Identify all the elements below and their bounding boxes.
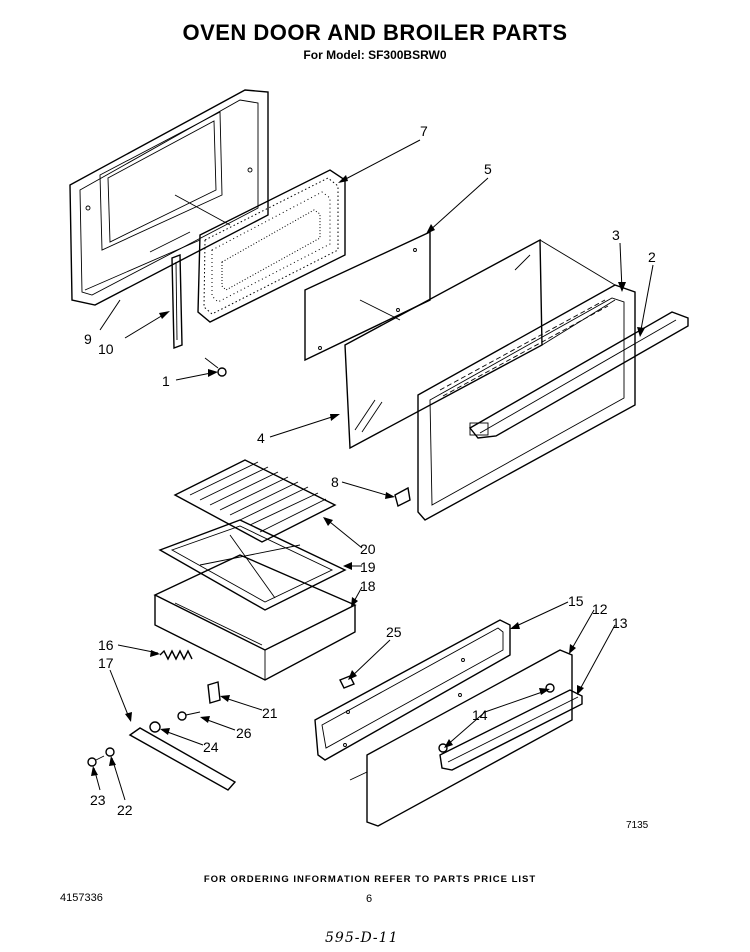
callout-20: 20 — [360, 541, 376, 557]
screw-23 — [87, 755, 105, 767]
outer-door-frame — [417, 239, 636, 521]
hinge-bracket — [171, 253, 183, 350]
leader-lines — [91, 139, 654, 801]
callout-16: 16 — [98, 637, 114, 653]
door-bracket-8 — [394, 486, 411, 508]
pad-25 — [339, 675, 355, 689]
screw-26 — [177, 711, 201, 721]
ordering-note: FOR ORDERING INFORMATION REFER TO PARTS … — [203, 874, 537, 885]
callout-21: 21 — [262, 705, 278, 721]
broiler-grid — [173, 459, 337, 543]
figure-code: 7135 — [626, 820, 649, 831]
callout-labels: 7 5 3 2 9 10 1 4 8 20 19 18 25 16 17 21 … — [84, 123, 656, 818]
drawer-front — [349, 649, 573, 827]
door-handle — [468, 311, 689, 439]
callout-7: 7 — [420, 123, 428, 139]
page-title: OVEN DOOR AND BROILER PARTS — [182, 20, 568, 45]
model-subtitle: For Model: SF300BSRW0 — [303, 48, 447, 62]
callout-8: 8 — [331, 474, 339, 490]
glass-panel-4 — [344, 238, 543, 450]
bushing-24 — [149, 721, 161, 733]
callout-15: 15 — [568, 593, 584, 609]
callout-17: 17 — [98, 655, 114, 671]
clip-21 — [207, 681, 221, 704]
callout-14: 14 — [472, 707, 488, 723]
page-number: 6 — [366, 893, 373, 905]
broiler-pan-insert — [158, 519, 347, 611]
callout-24: 24 — [203, 739, 219, 755]
spring-16 — [159, 649, 193, 661]
broiler-pan — [153, 554, 357, 681]
handwritten-note: 595-D-11 — [325, 930, 399, 946]
callout-13: 13 — [612, 615, 628, 631]
drawer-handle — [439, 689, 583, 771]
callout-2: 2 — [648, 249, 656, 265]
inner-door-panel — [69, 89, 269, 306]
callout-22: 22 — [117, 802, 133, 818]
callout-26: 26 — [236, 725, 252, 741]
slide-rail — [128, 727, 237, 791]
callout-9: 9 — [84, 331, 92, 347]
washer-22 — [105, 747, 115, 757]
callout-18: 18 — [360, 578, 376, 594]
callout-19: 19 — [360, 559, 376, 575]
callout-4: 4 — [257, 430, 265, 446]
callout-1: 1 — [162, 373, 170, 389]
document-number: 4157336 — [60, 892, 103, 904]
drawer-inner-panel — [314, 619, 511, 761]
callout-3: 3 — [612, 227, 620, 243]
callout-10: 10 — [98, 341, 114, 357]
callout-12: 12 — [592, 601, 608, 617]
glass-panel-5 — [304, 230, 431, 362]
callout-23: 23 — [90, 792, 106, 808]
callout-5: 5 — [484, 161, 492, 177]
callout-25: 25 — [386, 624, 402, 640]
spacer-14 — [438, 683, 555, 753]
door-insulation — [197, 169, 346, 323]
